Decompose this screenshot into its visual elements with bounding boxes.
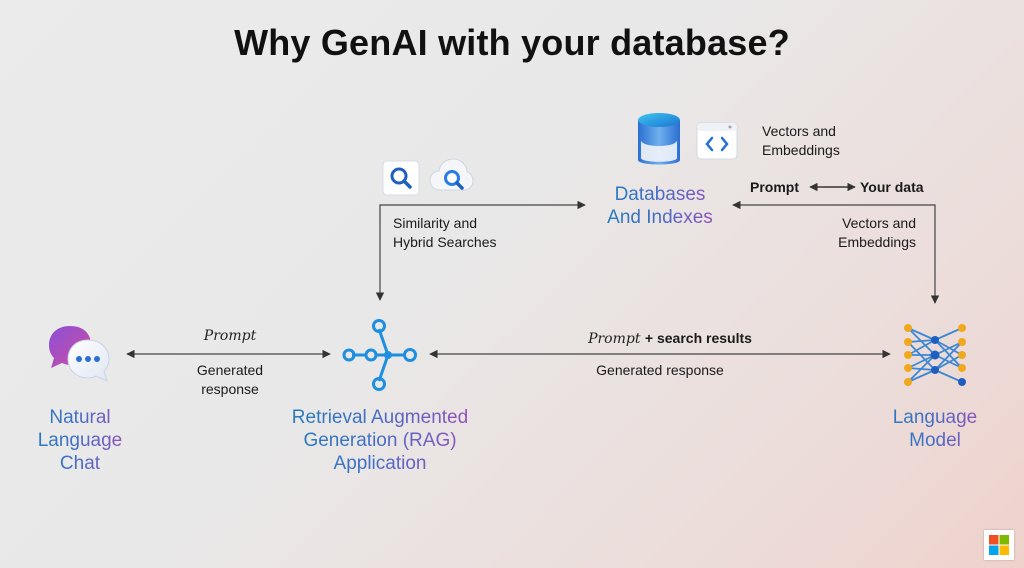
db-label-line: Databases — [590, 183, 730, 206]
chat-label-line: Natural — [20, 406, 140, 429]
rag-llm-response-label: Generated response — [596, 362, 724, 378]
rag-label-line: Retrieval Augmented — [270, 406, 490, 429]
llm-label-line: Model — [870, 429, 1000, 452]
chat-label-line: Chat — [20, 452, 140, 475]
llm-label-line: Language — [870, 406, 1000, 429]
chat-response-label: Generated response — [170, 361, 290, 399]
rag-prompt-word: Prompt — [588, 331, 641, 347]
code-window-icon — [696, 122, 738, 165]
rag-node-label: Retrieval Augmented Generation (RAG) App… — [270, 406, 490, 475]
rag-search-results: + search results — [644, 330, 752, 346]
chat-node-label: Natural Language Chat — [20, 406, 140, 475]
vectors-top-line: Embeddings — [762, 142, 840, 158]
chat-response-line: Generated — [196, 362, 264, 378]
db-label-line: And Indexes — [590, 206, 730, 229]
search-label: Similarity and Hybrid Searches — [393, 214, 533, 252]
cloud-search-icon — [428, 156, 474, 201]
db-node-label: Databases And Indexes — [590, 183, 730, 229]
db-llm-arrow — [732, 200, 940, 304]
rag-label-line: Application — [270, 452, 490, 475]
llm-node-label: Language Model — [870, 406, 1000, 452]
yourdata-label: Your data — [860, 179, 924, 195]
chat-response-line: response — [201, 381, 259, 397]
vectors-top-label: Vectors and Embeddings — [762, 122, 882, 160]
rag-db-arrow — [375, 200, 586, 301]
vectors-top-line: Vectors and — [762, 123, 836, 139]
chat-bubbles-icon — [46, 322, 112, 389]
rag-label-line: Generation (RAG) — [270, 429, 490, 452]
chat-prompt-label: Prompt — [203, 328, 257, 344]
search-label-line: Hybrid Searches — [393, 234, 497, 250]
rag-llm-prompt-label: Prompt + search results — [540, 329, 800, 348]
prompt-left-label: Prompt — [750, 179, 799, 195]
chat-label-line: Language — [20, 429, 140, 452]
vectors-right-line: Embeddings — [838, 234, 916, 250]
vectors-right-label: Vectors and Embeddings — [790, 214, 916, 252]
vectors-right-line: Vectors and — [842, 215, 916, 231]
search-label-line: Similarity and — [393, 215, 478, 231]
search-doc-icon — [382, 160, 420, 201]
microsoft-logo-icon — [984, 530, 1014, 560]
database-icon — [635, 110, 683, 175]
neural-network-icon — [900, 322, 970, 393]
rag-nodes-icon — [340, 318, 420, 397]
slide-title: Why GenAI with your database? — [234, 22, 790, 63]
